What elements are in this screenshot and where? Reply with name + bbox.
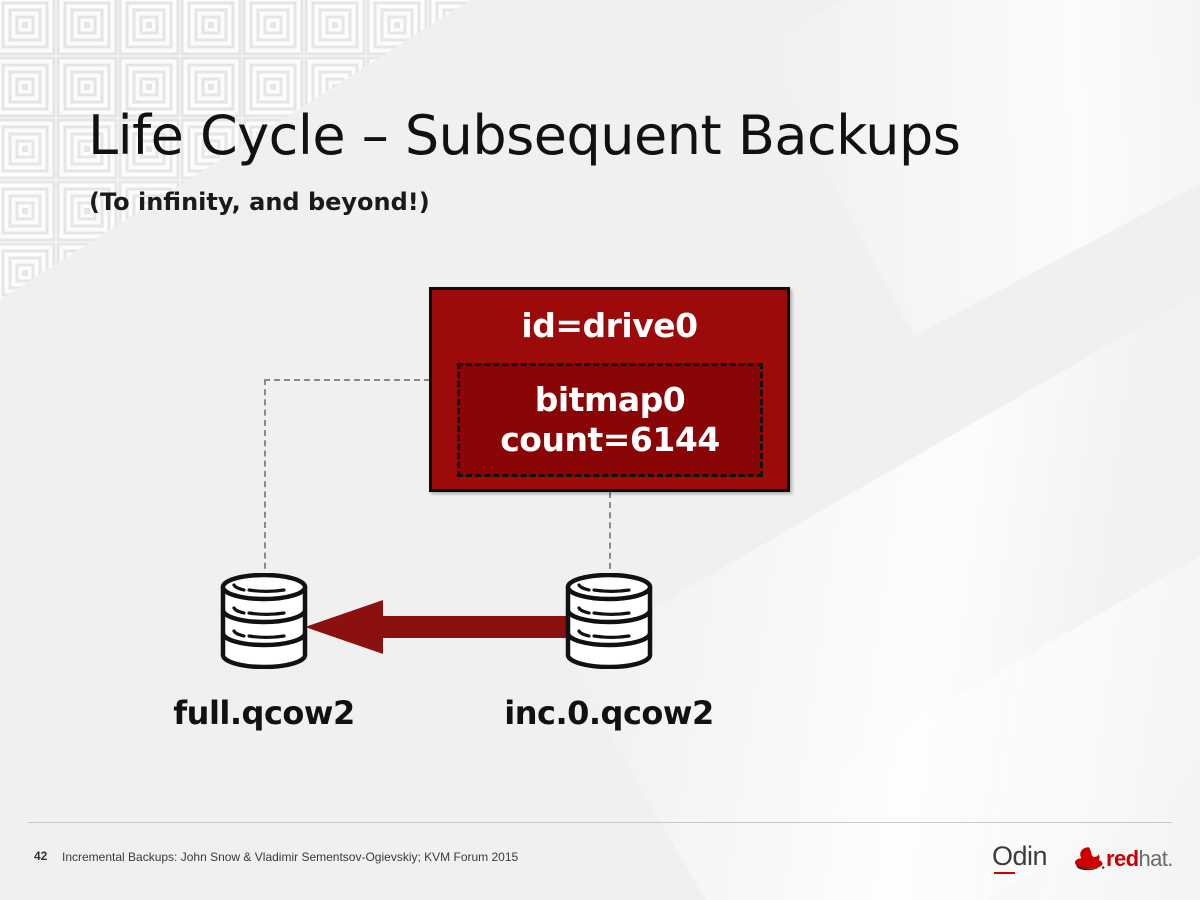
bitmap-name-label: bitmap0 bbox=[534, 380, 686, 420]
drive-id-label: id=drive0 bbox=[521, 306, 698, 345]
redhat-logo: red hat. bbox=[1072, 846, 1173, 872]
redhat-shadowman-icon bbox=[1075, 847, 1105, 871]
database-cylinder-icon bbox=[565, 573, 653, 669]
odin-logo-underline bbox=[994, 872, 1015, 874]
bitmap-node-box: bitmap0 count=6144 bbox=[457, 363, 763, 477]
redhat-logo-red-text: red bbox=[1106, 846, 1139, 871]
disk-label-full: full.qcow2 bbox=[173, 694, 355, 732]
database-cylinder-icon bbox=[220, 573, 308, 669]
footer-divider bbox=[28, 822, 1172, 823]
backup-arrow-left-icon bbox=[305, 600, 575, 654]
footer-page-number: 42 bbox=[34, 849, 48, 863]
connector-drive-to-full-vertical bbox=[264, 379, 266, 579]
connector-drive-to-full-horizontal bbox=[264, 379, 430, 381]
redhat-logo-hat-text: hat. bbox=[1138, 846, 1173, 871]
connector-drive-to-inc-vertical bbox=[609, 492, 611, 579]
footer-attribution-text: Incremental Backups: John Snow & Vladimi… bbox=[62, 850, 519, 864]
diagonal-highlight-top-right bbox=[758, 0, 1200, 337]
page-subtitle: (To infinity, and beyond!) bbox=[89, 188, 430, 216]
disk-label-inc: inc.0.qcow2 bbox=[504, 694, 714, 732]
drive-node-box: id=drive0 bitmap0 count=6144 bbox=[429, 287, 790, 492]
odin-logo: Odin bbox=[992, 841, 1048, 871]
bitmap-count-label: count=6144 bbox=[500, 420, 720, 459]
page-title: Life Cycle – Subsequent Backups bbox=[88, 104, 961, 167]
